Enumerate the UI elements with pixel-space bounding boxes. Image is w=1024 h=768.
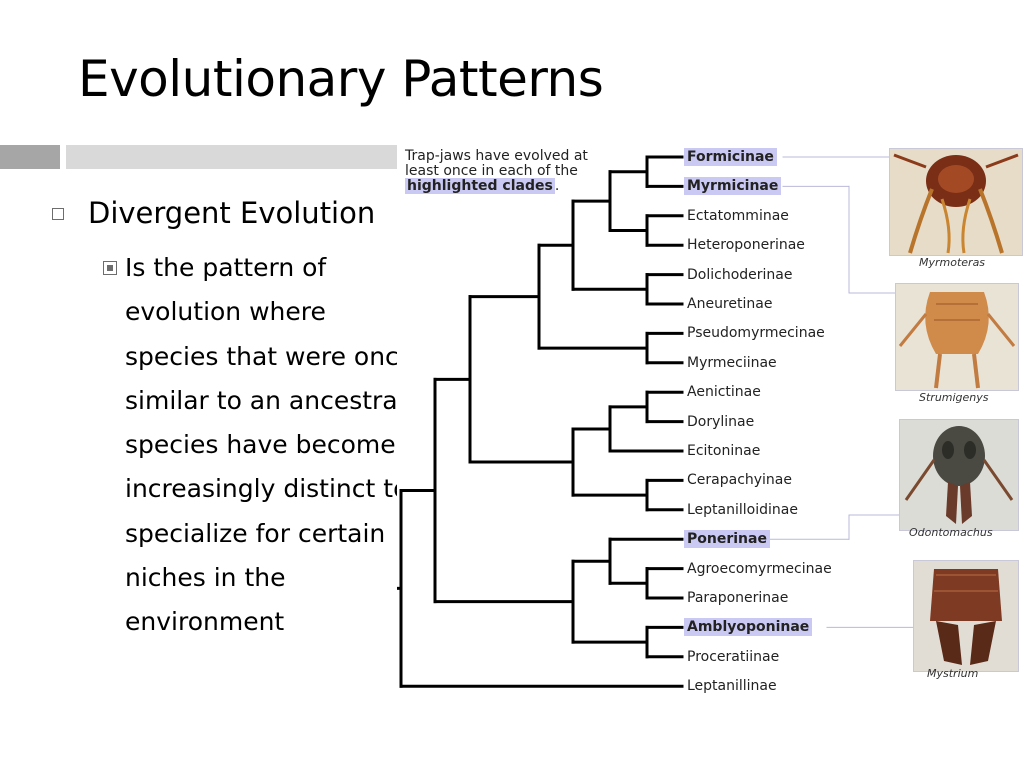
taxon-label: Leptanillinae <box>687 678 777 695</box>
taxon-label: Heteroponerinae <box>687 237 805 254</box>
photo-caption: Myrmoteras <box>919 256 986 269</box>
photo-caption: Odontomachus <box>909 526 993 539</box>
note-text: Trap-jaws have evolved at least once in … <box>405 148 588 179</box>
note-highlight: highlighted clades <box>405 178 555 194</box>
taxon-label: Myrmeciinae <box>687 354 777 371</box>
photo-caption: Mystrium <box>927 667 979 680</box>
bullet-text: Divergent Evolution <box>88 196 376 230</box>
taxon-label: Ponerinae <box>684 530 770 549</box>
taxon-label: Pseudomyrmecinae <box>687 325 825 342</box>
taxon-label: Proceratiinae <box>687 648 780 665</box>
taxon-label: Cerapachyinae <box>687 472 792 489</box>
photo-caption: Strumigenys <box>919 391 989 404</box>
taxon-label: Aenictinae <box>687 384 761 401</box>
sub-bullet-text: Is the pattern of evolution where specie… <box>125 253 415 637</box>
square-bullet-icon <box>52 208 64 220</box>
taxon-label: Agroecomyrmecinae <box>687 560 832 577</box>
taxon-label: Ectatomminae <box>687 207 789 224</box>
ant-photo-mystrium <box>913 560 1019 672</box>
note-suffix: . <box>554 178 560 194</box>
taxon-label: Myrmicinae <box>684 177 782 196</box>
accent-bar-dark <box>0 145 60 169</box>
taxon-label: Amblyoponinae <box>684 618 813 637</box>
ant-photo-odontomachus <box>899 419 1019 531</box>
taxon-label: Dorylinae <box>687 413 755 430</box>
taxon-label: Ecitoninae <box>687 443 761 459</box>
filled-square-bullet-icon <box>103 261 117 275</box>
taxon-label: Dolichoderinae <box>687 266 793 283</box>
taxon-label: Leptanilloidinae <box>687 501 798 518</box>
bullet-divergent-evolution: Divergent Evolution <box>52 194 375 232</box>
slide-title: Evolutionary Patterns <box>78 50 604 108</box>
phylogenetic-tree <box>397 155 914 688</box>
phylogeny-figure: Trap-jaws have evolved at least once in … <box>397 143 1024 703</box>
ant-photo-myrmoteras <box>889 148 1023 256</box>
sub-bullet-definition: Is the pattern of evolution where specie… <box>103 246 425 645</box>
figure-note: Trap-jaws have evolved at least once in … <box>405 149 595 194</box>
taxon-label: Paraponerinae <box>687 590 789 606</box>
ant-photo-strumigenys <box>895 283 1019 391</box>
taxon-label: Formicinae <box>684 148 777 166</box>
taxon-label: Aneuretinae <box>687 296 773 312</box>
